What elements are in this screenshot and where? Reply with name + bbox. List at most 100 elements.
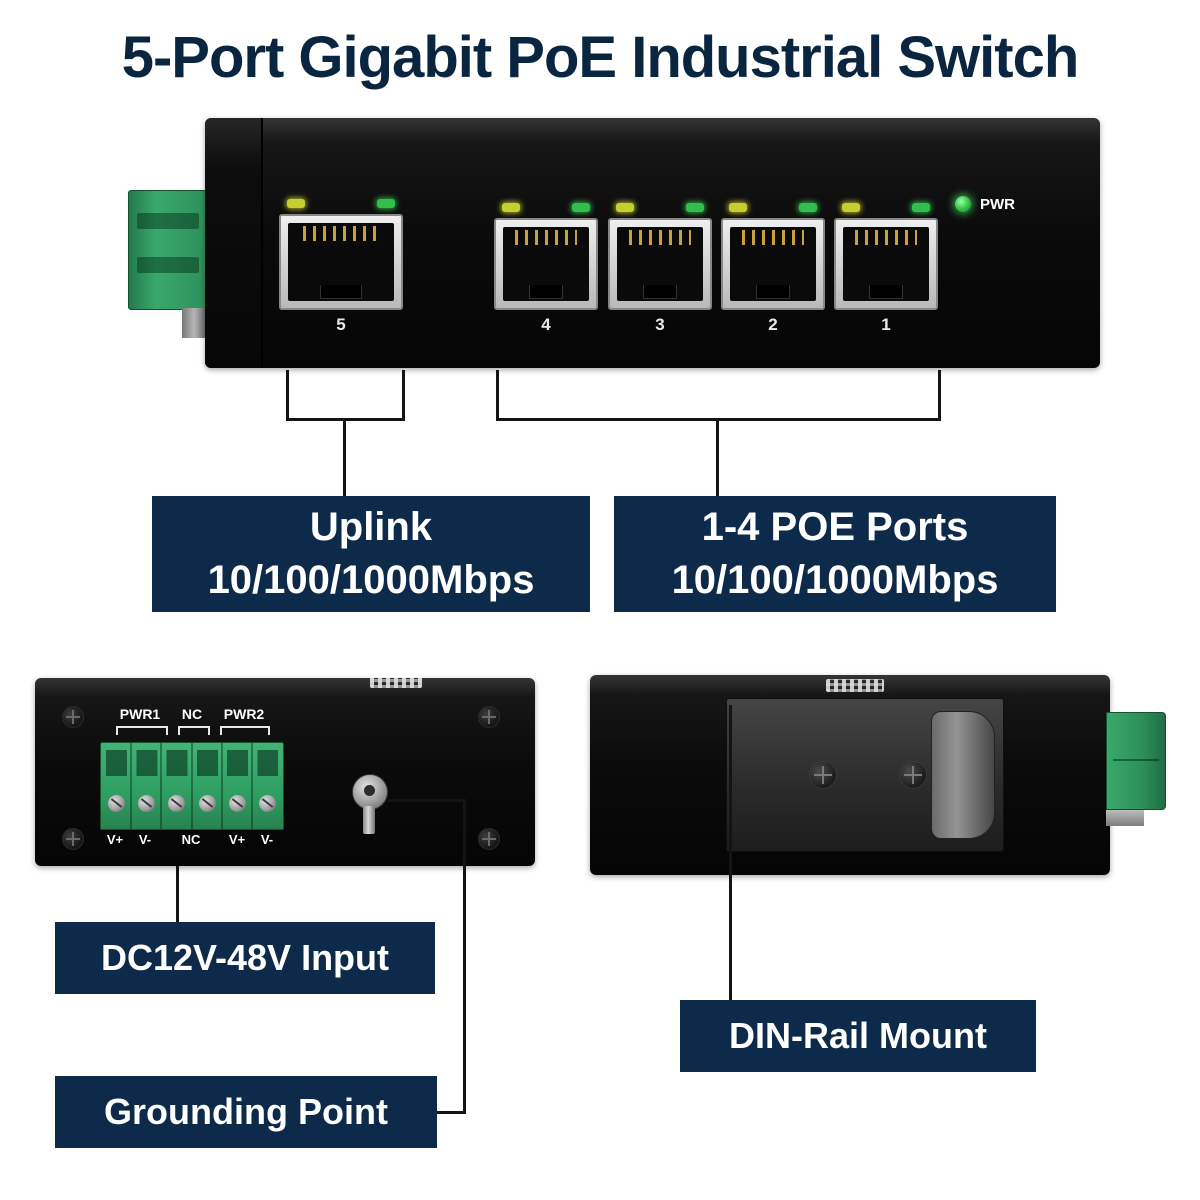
callout-line [716,418,719,498]
din-plate-screw [899,761,927,789]
port-jack [730,227,816,301]
din-rail-plate [726,698,1004,852]
port-bezel [721,218,825,310]
activity-led [377,199,395,208]
poe-ports-callout-box: 1-4 POE Ports 10/100/1000Mbps [614,496,1056,612]
pin-label-vminus1: V- [138,832,152,847]
link-led [502,203,520,212]
poe-label-line1: 1-4 POE Ports [701,505,969,550]
rj45-port-1: 1 [834,203,938,339]
activity-led [572,203,590,212]
uplink-label-line1: Uplink [309,505,433,550]
case-screw [478,828,500,850]
terminal-divider [191,743,193,829]
rj45-port-3: 3 [608,203,712,339]
nc-label: NC [181,706,203,722]
brand-mark [370,672,422,688]
terminal-screw [168,795,185,812]
port-pins [302,226,380,241]
poe-label-line2: 10/100/1000Mbps [671,558,999,602]
grounding-label: Grounding Point [104,1091,388,1132]
terminal-screw [138,795,155,812]
port-latch-slot [528,285,564,299]
case-screw [478,706,500,728]
dc-input-label: DC12V-48V Input [100,937,390,978]
dc-input-callout-box: DC12V-48V Input [55,922,435,994]
terminal-divider [251,743,253,829]
front-power-connector [128,190,208,310]
rj45-port-2: 2 [721,203,825,339]
port-jack [288,223,394,301]
port-number: 1 [881,315,891,334]
port-pins [515,230,577,245]
terminal-screw [199,795,216,812]
activity-led [912,203,930,212]
pwr1-label: PWR1 [119,706,161,722]
front-endcap [205,118,263,368]
port-pins [742,230,804,245]
port-latch-slot [319,285,363,299]
terminal-divider [221,743,223,829]
callout-line [437,1111,466,1114]
pin-label-nc: NC [181,832,201,847]
case-screw [62,706,84,728]
callout-line [463,799,466,1114]
grounding-screw [352,774,388,810]
callout-line [286,370,289,420]
callout-line [938,370,941,420]
port-latch-slot [642,285,678,299]
pwr2-label: PWR2 [223,706,265,722]
rj45-port-5: 5 [279,199,403,339]
port-number: 5 [336,315,346,334]
port-pins [629,230,691,245]
callout-line [176,866,179,924]
din-plate-screw [809,761,837,789]
pin-label-vplus2: V+ [228,832,246,847]
terminal-slots [106,750,278,776]
power-terminal-block [100,742,284,830]
callout-line [388,799,466,802]
port-latch-slot [868,285,904,299]
activity-led [799,203,817,212]
callout-line [729,705,732,1002]
pin-label-vplus1: V+ [106,832,124,847]
callout-line [343,418,346,498]
port-jack [843,227,929,301]
uplink-label-line2: 10/100/1000Mbps [207,558,535,602]
grounding-callout-box: Grounding Point [55,1076,437,1148]
port-bezel [494,218,598,310]
din-rail-clip [931,711,995,839]
link-led [729,203,747,212]
link-led [287,199,305,208]
power-led [955,196,971,212]
activity-led [686,203,704,212]
uplink-callout-box: Uplink 10/100/1000Mbps [152,496,590,612]
connector-groove [137,213,199,229]
connector-groove [137,257,199,273]
connector-stub [1106,810,1144,826]
power-led-label: PWR [980,196,1015,213]
case-screw [62,828,84,850]
pwr1-bracket [116,726,168,735]
port-number: 2 [768,315,778,334]
port-bezel [279,214,403,310]
terminal-screw [108,795,125,812]
port-number: 4 [541,315,551,334]
terminal-screw [229,795,246,812]
grounding-screw-stem [363,806,375,834]
callout-line [496,370,499,420]
terminal-divider [160,743,162,829]
nc-bracket [178,726,210,735]
callout-line [402,370,405,420]
port-pins [855,230,917,245]
link-led [842,203,860,212]
port-number: 3 [655,315,665,334]
port-bezel [608,218,712,310]
connector-groove [1113,759,1159,761]
port-latch-slot [755,285,791,299]
pin-label-vminus2: V- [260,832,274,847]
link-led [616,203,634,212]
back-power-connector [1106,712,1166,810]
din-rail-callout-box: DIN-Rail Mount [680,1000,1036,1072]
